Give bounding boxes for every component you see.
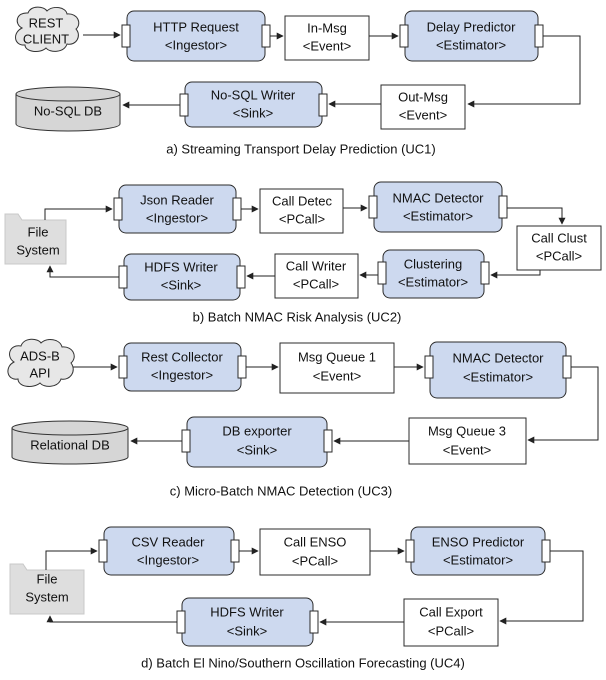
uc3-sink-label: Relational DB [30,437,110,452]
uc2-caption: b) Batch NMAC Risk Analysis (UC2) [193,309,402,324]
uc4-csv-reader-title: CSV Reader [132,534,206,549]
uc3-msg-queue3-title: Msg Queue 3 [428,423,506,438]
uc1-rest-client-cloud: REST CLIENT [15,6,80,53]
uc4-csv-reader-node: CSV Reader <Ingestor> [98,526,240,576]
uc1-http-request-type: <Ingestor> [165,37,227,52]
uc1-out-msg-node: Out-Msg <Event> [380,84,466,130]
uc3-msg-queue3-node: Msg Queue 3 <Event> [408,417,527,465]
uc3-rest-collector-type: <Ingestor> [151,367,213,382]
uc2-clustering-title: Clustering [404,256,463,271]
uc1-in-msg-node: In-Msg <Event> [284,15,370,61]
uc3-rest-collector-title: Rest Collector [141,349,223,364]
uc4-hdfs-writer-title: HDFS Writer [210,604,284,619]
uc2-source-line2: System [16,242,59,257]
uc3-nmac-detector-node: NMAC Detector <Estimator> [424,341,572,399]
uc2-file-system-folder: File System [4,213,67,265]
uc3-msg-queue1-type: <Event> [313,368,361,383]
uc3-rest-collector-node: Rest Collector <Ingestor> [118,342,247,392]
uc3-nmac-detector-title: NMAC Detector [452,350,544,365]
uc1-edges [83,31,581,109]
uc4-hdfs-writer-node: HDFS Writer <Sink> [176,597,319,647]
uc4-source-line2: System [25,589,68,604]
uc2-call-detec-title: Call Detec [272,193,332,208]
uc2-nmac-detector-node: NMAC Detector <Estimator> [368,181,508,233]
uc4-diagram: File System CSV Reader <Ingestor> Call E… [9,526,584,670]
uc2-json-reader-type: <Ingestor> [146,210,208,225]
uc3-caption: c) Micro-Batch NMAC Detection (UC3) [170,483,393,498]
uc4-call-export-title: Call Export [419,604,483,619]
uc3-msg-queue3-type: <Event> [443,442,491,457]
uc3-db-exporter-node: DB exporter <Sink> [181,416,333,468]
uc3-source-line1: ADS-B [20,348,60,363]
uc1-out-msg-type: <Event> [399,107,447,122]
uc2-clustering-node: Clustering <Estimator> [377,249,490,299]
uc1-nosql-writer-type: <Sink> [233,105,273,120]
uc4-caption: d) Batch El Nino/Southern Oscillation Fo… [141,655,465,670]
uc3-relational-db-cylinder: Relational DB [11,420,129,465]
uc3-nmac-detector-type: <Estimator> [463,369,533,384]
uc2-call-clust-node: Call Clust <PCall> [516,225,602,271]
uc4-call-export-node: Call Export <PCall> [403,598,499,647]
uc1-nosql-writer-node: No-SQL Writer <Sink> [179,81,328,128]
uc2-nmac-detector-title: NMAC Detector [392,190,484,205]
uc2-diagram: File System Json Reader <Ingestor> Call … [4,181,602,324]
uc3-adsb-api-cloud: ADS-B API [7,338,75,387]
uc3-db-exporter-type: <Sink> [237,442,277,457]
uc2-call-writer-node: Call Writer <PCall> [274,253,359,299]
uc4-call-export-type: <PCall> [428,623,474,638]
uc2-call-detec-type: <PCall> [279,211,325,226]
uc2-json-reader-title: Json Reader [140,192,214,207]
uc1-delay-predictor-type: <Estimator> [436,37,506,52]
uc4-csv-reader-type: <Ingestor> [137,552,199,567]
uc2-hdfs-writer-title: HDFS Writer [144,259,218,274]
uc2-call-detec-node: Call Detec <PCall> [259,188,344,234]
uc1-in-msg-type: <Event> [303,38,351,53]
uc2-call-writer-title: Call Writer [286,258,347,273]
uc3-edges [73,363,599,445]
uc2-json-reader-node: Json Reader <Ingestor> [113,184,242,234]
uc1-in-msg-title: In-Msg [307,20,347,35]
uc2-source-line1: File [28,224,49,239]
uc4-source-line1: File [37,571,58,586]
uc1-delay-predictor-title: Delay Predictor [427,19,517,34]
uc4-call-enso-node: Call ENSO <PCall> [259,528,371,576]
uc2-clustering-type: <Estimator> [398,274,468,289]
uc1-caption: a) Streaming Transport Delay Prediction … [166,141,436,156]
uc1-sink-label: No-SQL DB [34,103,102,118]
uc4-call-enso-title: Call ENSO [284,534,347,549]
uc4-call-enso-type: <PCall> [292,553,338,568]
uc1-nosql-writer-title: No-SQL Writer [211,87,296,102]
uc3-msg-queue1-node: Msg Queue 1 <Event> [279,342,395,394]
uc1-source-line1: REST [29,15,64,30]
uc4-edges [45,547,584,626]
uc4-enso-predictor-node: ENSO Predictor <Estimator> [405,526,551,576]
uc2-nmac-detector-type: <Estimator> [403,208,473,223]
uc2-call-clust-type: <PCall> [536,248,582,263]
uc1-delay-predictor-node: Delay Predictor <Estimator> [399,10,544,62]
uc1-http-request-title: HTTP Request [153,19,239,34]
uc1-out-msg-title: Out-Msg [398,89,448,104]
uc4-hdfs-writer-type: <Sink> [227,623,267,638]
uc1-http-request-node: HTTP Request <Ingestor> [121,10,271,62]
uc4-enso-predictor-type: <Estimator> [443,552,513,567]
uc4-file-system-folder: File System [9,563,85,615]
uc1-nosql-db-cylinder: No-SQL DB [15,86,121,132]
uc4-enso-predictor-title: ENSO Predictor [432,534,525,549]
uc3-diagram: ADS-B API Rest Collector <Ingestor> Msg … [7,338,599,498]
uc2-edges [44,204,566,280]
uc2-call-writer-type: <PCall> [293,276,339,291]
uc1-source-line2: CLIENT [23,31,69,46]
uc3-db-exporter-title: DB exporter [222,423,292,438]
uc3-source-line2: API [30,365,51,380]
uc2-call-clust-title: Call Clust [531,230,587,245]
uc2-hdfs-writer-type: <Sink> [161,277,201,292]
uc1-diagram: REST CLIENT HTTP Request <Ingestor> In-M… [15,6,581,156]
uc3-msg-queue1-title: Msg Queue 1 [298,349,376,364]
uc2-hdfs-writer-node: HDFS Writer <Sink> [118,253,246,301]
